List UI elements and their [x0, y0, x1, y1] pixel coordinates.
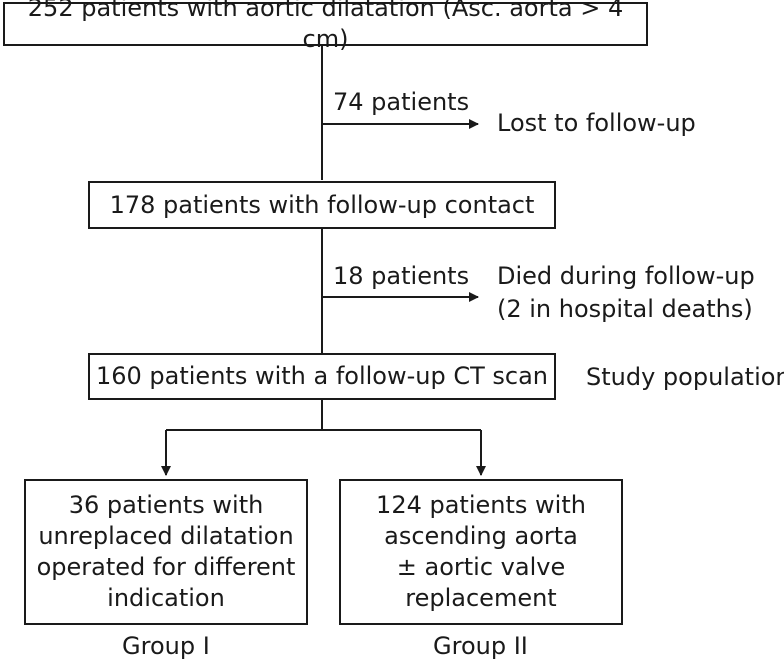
group1-line1: 36 patients with — [68, 491, 264, 519]
followup-contact-box: 178 patients with follow-up contact — [88, 181, 556, 229]
group1-line4: indication — [107, 584, 225, 612]
group2-line4: replacement — [405, 584, 557, 612]
top-box-text: 252 patients with aortic dilatation (Asc… — [27, 0, 624, 53]
group1-line3: operated for different — [36, 553, 296, 581]
ct-scan-box: 160 patients with a follow-up CT scan — [88, 353, 556, 400]
group1-line2: unreplaced dilatation — [38, 522, 294, 550]
branch1-outcome: Lost to follow-up — [497, 109, 696, 137]
branch1-count: 74 patients — [333, 88, 470, 116]
group2-label: Group II — [433, 632, 528, 660]
branch2-outcome-line1: Died during follow-up — [497, 262, 755, 290]
group1-label: Group I — [122, 632, 210, 660]
ct-scan-text: 160 patients with a follow-up CT scan — [95, 362, 549, 390]
followup-contact-text: 178 patients with follow-up contact — [109, 190, 535, 219]
study-population-label: Study population — [586, 363, 784, 391]
group1-box: 36 patients with unreplaced dilatation o… — [24, 479, 308, 625]
branch2-outcome-line2: (2 in hospital deaths) — [497, 295, 753, 323]
group2-line2: ascending aorta — [384, 522, 578, 550]
group2-line3: ± aortic valve — [396, 553, 566, 581]
group2-box: 124 patients with ascending aorta ± aort… — [339, 479, 623, 625]
top-box: 252 patients with aortic dilatation (Asc… — [3, 0, 648, 53]
group2-line1: 124 patients with — [376, 491, 586, 519]
branch2-count: 18 patients — [333, 262, 470, 290]
